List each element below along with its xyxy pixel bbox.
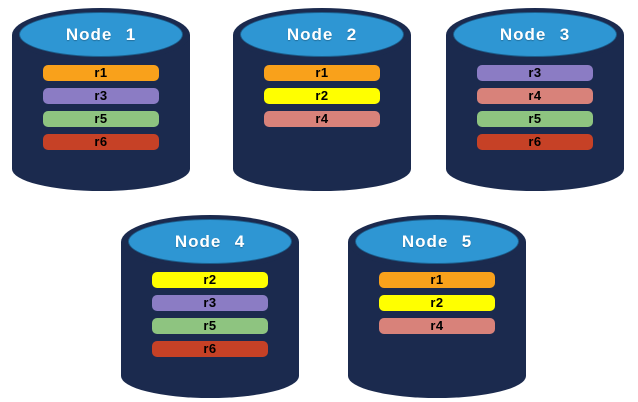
replica-bar-r6: r6	[477, 134, 593, 150]
replica-bar-r4: r4	[264, 111, 380, 127]
database-cylinder: Node 4 r2 r3 r5 r6	[121, 215, 299, 398]
replica-bar-r5: r5	[477, 111, 593, 127]
database-cylinder: Node 3 r3 r4 r5 r6	[446, 8, 624, 191]
database-icon-top: Node 4	[128, 219, 292, 264]
replica-bar-r3: r3	[152, 295, 268, 311]
node-label: Node 2	[286, 24, 358, 44]
replica-bar-r2: r2	[152, 272, 268, 288]
replica-list: r1 r3 r5 r6	[43, 65, 159, 150]
replica-bar-r4: r4	[477, 88, 593, 104]
node-label: Node 5	[401, 231, 473, 251]
replica-bar-r5: r5	[43, 111, 159, 127]
replica-bar-r2: r2	[379, 295, 495, 311]
node-label: Node 4	[174, 231, 246, 251]
database-cylinder: Node 5 r1 r2 r4	[348, 215, 526, 398]
database-icon-top: Node 3	[453, 12, 617, 57]
replica-bar-r4: r4	[379, 318, 495, 334]
replica-bar-r1: r1	[379, 272, 495, 288]
replica-bar-r1: r1	[43, 65, 159, 81]
replica-bar-r6: r6	[152, 341, 268, 357]
node-label: Node 3	[499, 24, 571, 44]
replica-list: r2 r3 r5 r6	[152, 272, 268, 357]
replica-bar-r3: r3	[477, 65, 593, 81]
database-icon-top: Node 5	[355, 219, 519, 264]
replica-list: r1 r2 r4	[264, 65, 380, 127]
replica-bar-r1: r1	[264, 65, 380, 81]
database-icon-top: Node 2	[240, 12, 404, 57]
database-icon-top: Node 1	[19, 12, 183, 57]
replica-list: r3 r4 r5 r6	[477, 65, 593, 150]
replica-bar-r3: r3	[43, 88, 159, 104]
replica-list: r1 r2 r4	[379, 272, 495, 334]
node-label: Node 1	[65, 24, 137, 44]
replica-bar-r6: r6	[43, 134, 159, 150]
replica-bar-r5: r5	[152, 318, 268, 334]
database-cylinder: Node 2 r1 r2 r4	[233, 8, 411, 191]
replica-bar-r2: r2	[264, 88, 380, 104]
database-cylinder: Node 1 r1 r3 r5 r6	[12, 8, 190, 191]
